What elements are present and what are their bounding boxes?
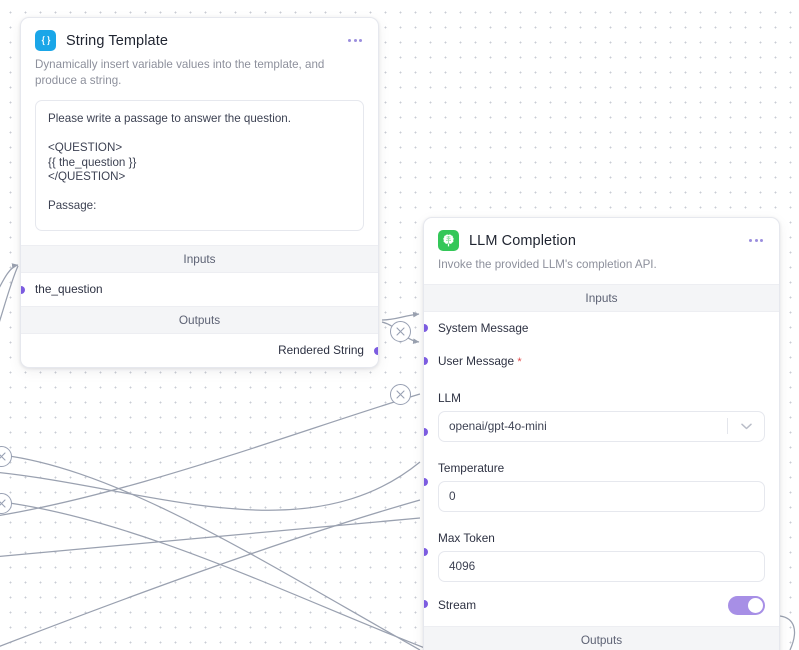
field-label-temperature: Temperature xyxy=(438,460,505,475)
chevron-down-icon[interactable] xyxy=(728,423,764,430)
node-description: Dynamically insert variable values into … xyxy=(35,58,325,87)
delete-edge-button-1[interactable] xyxy=(390,321,411,342)
node-header: String Template xyxy=(21,18,378,51)
delete-edge-button-4[interactable] xyxy=(0,493,12,514)
input-port-stream[interactable] xyxy=(424,599,428,608)
field-max-token: Max Token 4096 xyxy=(424,512,779,582)
field-stream[interactable]: Stream xyxy=(424,582,779,626)
input-port-llm[interactable] xyxy=(424,427,428,436)
field-llm: LLM openai/gpt-4o-mini xyxy=(424,378,779,442)
divider xyxy=(727,418,728,434)
field-label-llm: LLM xyxy=(438,390,461,405)
input-port-max-token[interactable] xyxy=(424,547,428,556)
llm-select-value: openai/gpt-4o-mini xyxy=(449,419,547,433)
delete-edge-button-3[interactable] xyxy=(0,446,12,467)
node-header: LLM Completion xyxy=(424,218,779,251)
outputs-section-header: Outputs xyxy=(424,625,779,650)
page-title: String Template xyxy=(66,32,168,49)
input-label: System Message xyxy=(438,320,529,335)
page-title: LLM Completion xyxy=(469,232,576,249)
input-port-temperature[interactable] xyxy=(424,477,428,486)
node-string-template[interactable]: String Template Dynamically insert varia… xyxy=(20,17,379,368)
input-row-the-question[interactable]: the_question xyxy=(21,273,378,306)
temperature-value: 0 xyxy=(449,489,456,503)
temperature-input[interactable]: 0 xyxy=(438,480,765,512)
delete-edge-button-2[interactable] xyxy=(390,384,411,405)
field-temperature: Temperature 0 xyxy=(424,442,779,512)
inputs-section-header: Inputs xyxy=(21,245,378,273)
output-label: Rendered String xyxy=(278,343,364,357)
input-row-system-message[interactable]: System Message xyxy=(424,312,779,345)
llm-select[interactable]: openai/gpt-4o-mini xyxy=(438,410,765,442)
output-port-rendered-string[interactable] xyxy=(374,346,378,355)
input-port-the-question[interactable] xyxy=(21,285,25,294)
template-textarea[interactable]: Please write a passage to answer the que… xyxy=(35,100,364,231)
outputs-section-header: Outputs xyxy=(21,306,378,334)
max-token-value: 4096 xyxy=(449,559,476,573)
toggle-knob xyxy=(748,597,763,613)
input-label: User Message xyxy=(438,353,515,368)
input-port-system-message[interactable] xyxy=(424,324,428,332)
node-menu-button[interactable] xyxy=(346,35,364,46)
field-label-max-token: Max Token xyxy=(438,530,495,545)
output-row-rendered-string[interactable]: Rendered String xyxy=(21,334,378,367)
stream-toggle[interactable] xyxy=(728,595,765,615)
curly-braces-icon xyxy=(35,30,56,51)
field-label-stream: Stream xyxy=(438,598,477,612)
node-description: Invoke the provided LLM's completion API… xyxy=(438,258,657,271)
node-menu-button[interactable] xyxy=(747,235,765,246)
input-port-user-message[interactable] xyxy=(424,357,428,365)
inputs-section-header: Inputs xyxy=(424,283,779,312)
required-asterisk: * xyxy=(517,355,522,368)
max-token-input[interactable]: 4096 xyxy=(438,550,765,582)
input-label: the_question xyxy=(35,282,103,296)
input-row-user-message[interactable]: User Message * xyxy=(424,345,779,378)
node-llm-completion[interactable]: LLM Completion Invoke the provided LLM's… xyxy=(423,217,780,650)
brain-icon xyxy=(438,230,459,251)
